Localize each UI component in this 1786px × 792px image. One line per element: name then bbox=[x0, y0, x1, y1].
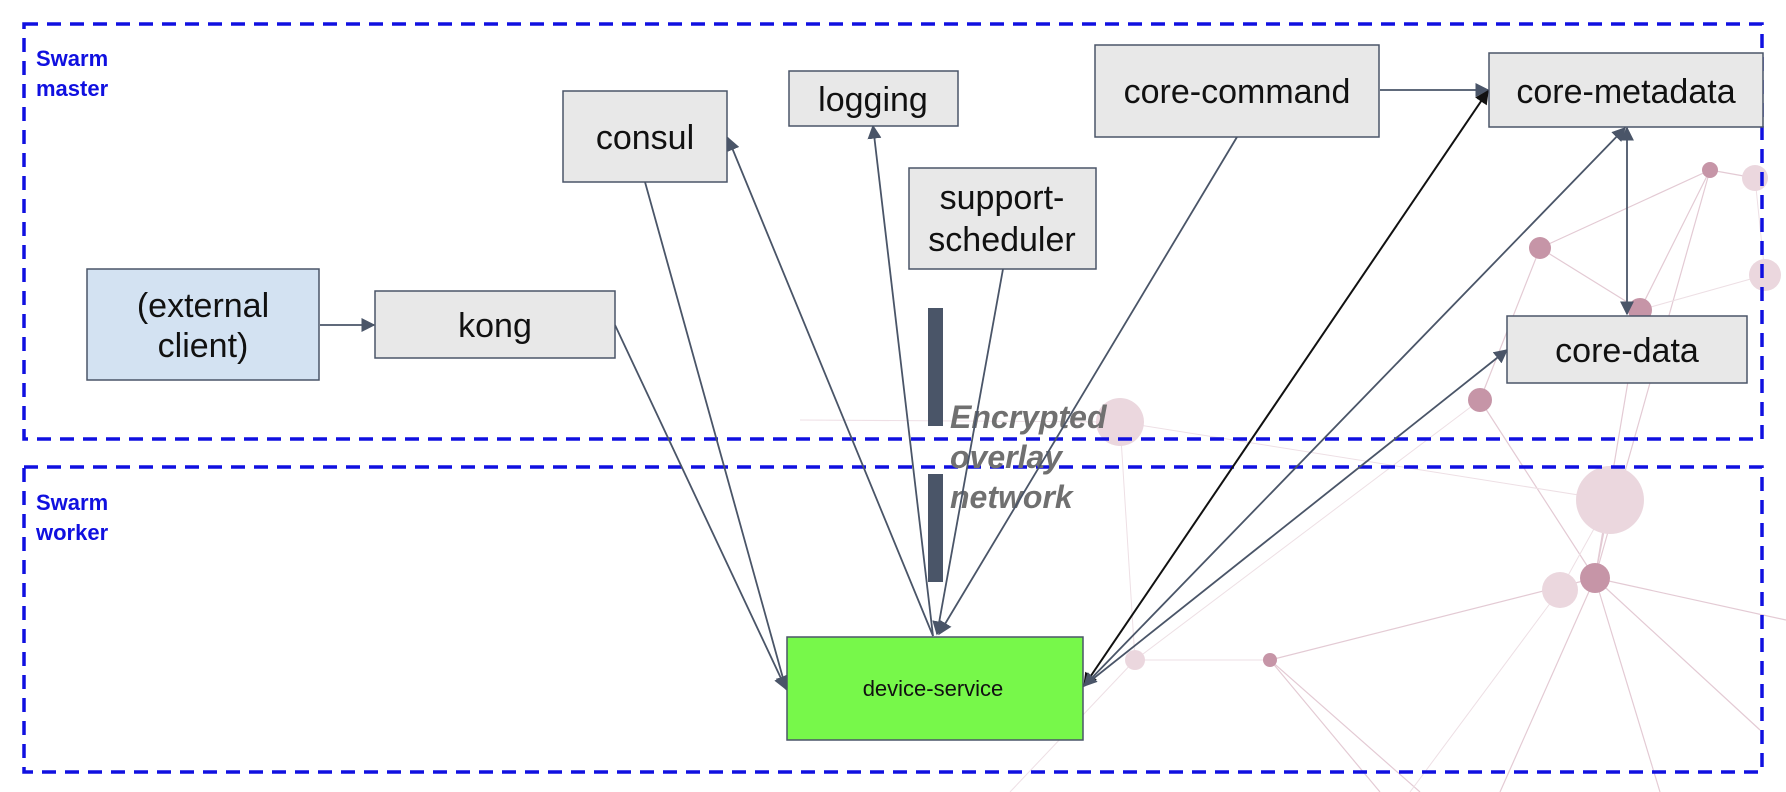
overlay-label-3: network bbox=[950, 479, 1075, 515]
device-service-label: device-service bbox=[863, 676, 1004, 701]
node-support-scheduler[interactable]: support- scheduler bbox=[908, 167, 1097, 270]
kong-label: kong bbox=[458, 307, 532, 345]
edge-device-to-core-data bbox=[1083, 349, 1509, 687]
support-scheduler-label-2: scheduler bbox=[928, 221, 1075, 259]
swarm-master-border bbox=[22, 22, 1764, 441]
swarm-worker-label-2: worker bbox=[35, 520, 109, 545]
support-scheduler-label: support- bbox=[940, 179, 1065, 217]
swarm-master-label: Swarm bbox=[36, 46, 108, 71]
consul-label: consul bbox=[596, 119, 694, 157]
edge-device-to-logging bbox=[867, 124, 934, 637]
edge-kong-to-device bbox=[614, 324, 787, 691]
encrypted-overlay-network: Encrypted overlay network bbox=[928, 308, 1108, 582]
node-device-service[interactable]: device-service bbox=[786, 636, 1084, 741]
swarm-worker-border bbox=[22, 465, 1764, 774]
external-client-label-2: client) bbox=[158, 327, 249, 365]
overlay-bar-top bbox=[928, 308, 943, 426]
swarm-worker-zone: Swarm worker bbox=[22, 465, 1764, 774]
swarm-worker-label: Swarm bbox=[36, 490, 108, 515]
edge-consul-to-device bbox=[644, 181, 790, 691]
edge-scheduler-to-device bbox=[932, 268, 1004, 636]
edges bbox=[320, 83, 1634, 691]
core-command-label: core-command bbox=[1124, 73, 1351, 111]
node-core-data[interactable]: core-data bbox=[1506, 315, 1748, 384]
core-metadata-label: core-metadata bbox=[1516, 73, 1735, 111]
core-data-label: core-data bbox=[1555, 332, 1699, 370]
node-core-metadata[interactable]: core-metadata bbox=[1488, 52, 1764, 128]
node-external-client[interactable]: (external client) bbox=[86, 268, 320, 381]
overlay-bar-bottom bbox=[928, 474, 943, 582]
node-core-command[interactable]: core-command bbox=[1094, 44, 1380, 138]
edge-device-metadata-bidirectional bbox=[1083, 89, 1489, 688]
swarm-master-zone: Swarm master bbox=[22, 22, 1764, 441]
node-consul[interactable]: consul bbox=[562, 90, 728, 183]
logging-label: logging bbox=[818, 81, 928, 119]
node-kong[interactable]: kong bbox=[374, 290, 616, 359]
swarm-master-label-2: master bbox=[36, 76, 109, 101]
edge-metadata-to-device bbox=[1083, 126, 1626, 688]
external-client-label: (external bbox=[137, 287, 269, 325]
node-logging[interactable]: logging bbox=[788, 70, 959, 127]
edge-device-to-consul bbox=[726, 136, 934, 637]
